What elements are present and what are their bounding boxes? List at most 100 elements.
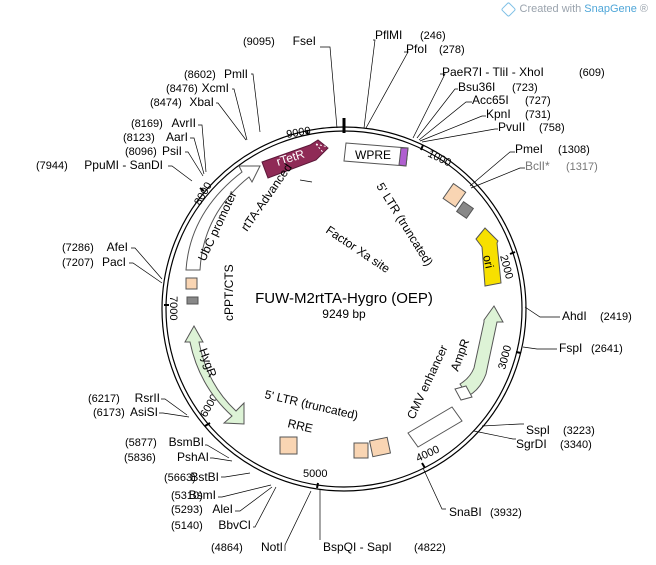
site-name-ahdi[interactable]: AhdI: [562, 309, 587, 323]
feature-cppt-rect[interactable]: [185, 277, 198, 290]
site-name-sspi[interactable]: SspI: [526, 423, 550, 437]
site-position-pshai: (5836): [124, 452, 156, 464]
tick-label-5000: 5000: [303, 468, 327, 480]
site-position-bstbi: (5663): [164, 472, 196, 484]
site-name-aari[interactable]: AarI: [166, 130, 188, 144]
site-position-fspi: (2641): [591, 343, 623, 355]
site-name-sgrdi[interactable]: SgrDI: [516, 437, 547, 451]
feature-wpre-end: [398, 147, 409, 167]
feature-ltr5-top[interactable]: [442, 182, 467, 208]
watermark-prefix: Created with: [519, 3, 582, 15]
snapgene-watermark: Created with SnapGene®: [500, 1, 648, 17]
site-name-acc65i[interactable]: Acc65I: [472, 93, 509, 107]
feature-ori[interactable]: [475, 227, 502, 287]
site-name-bsu36i[interactable]: Bsu36I: [458, 80, 495, 94]
site-position-psii: (8096): [125, 146, 157, 158]
site-name-psii[interactable]: PsiI: [162, 144, 182, 158]
site-name-afei[interactable]: AfeI: [107, 240, 128, 254]
site-name-pmli[interactable]: PmlI: [224, 67, 248, 81]
feature-rtetr-dash: [314, 143, 333, 157]
site-name-xcmi[interactable]: XcmI: [202, 81, 229, 95]
site-name-bspqi-sapi[interactable]: BspQI - SapI: [323, 540, 392, 554]
site-name-bbvci[interactable]: BbvCI: [218, 518, 251, 532]
site-name-fsei[interactable]: FseI: [293, 34, 316, 48]
tick-marks: [164, 129, 522, 489]
site-position-bsmi: (5310): [171, 490, 203, 502]
site-position-pfoi: (278): [439, 44, 465, 56]
feature-label-ampr: AmpR: [448, 337, 473, 373]
site-name-fspi[interactable]: FspI: [559, 341, 582, 355]
feature-cmv[interactable]: [407, 406, 463, 448]
site-name-pflmi[interactable]: PflMI: [375, 28, 402, 42]
site-name-snabi[interactable]: SnaBI: [449, 505, 482, 519]
site-name-pshai[interactable]: PshAI: [177, 450, 209, 464]
site-position-asisi: (6173): [93, 407, 125, 419]
feature-label-cppt: cPPT/CTS: [222, 264, 236, 321]
site-position-sspi: (3223): [563, 425, 595, 437]
site-name-avrii[interactable]: AvrII: [172, 116, 196, 130]
site-name-paer7i-tlii-xhoi[interactable]: PaeR7I - TliI - XhoI: [442, 65, 544, 79]
site-position-avrii: (8169): [131, 118, 163, 130]
site-position-kpni: (731): [525, 109, 551, 121]
site-position-rsrii: (6217): [88, 393, 120, 405]
site-name-bstbi[interactable]: BstBI: [190, 470, 219, 484]
feature-ltr5-bottom[interactable]: [368, 436, 392, 458]
site-name-kpni[interactable]: KpnI: [486, 107, 511, 121]
plasmid-name: FUW-M2rtTA-Hygro (OEP): [255, 290, 433, 307]
site-position-pmei: (1308): [558, 144, 590, 156]
site-name-pvuii[interactable]: PvuII: [498, 120, 525, 134]
site-position-ahdi: (2419): [600, 311, 632, 323]
tick-label-9000: 9000: [285, 125, 311, 141]
restriction-site-labels: FseI (9095) PflMI (246)PfoI (278) PaeR7I - Tl…: [36, 28, 632, 554]
site-position-alei: (5293): [171, 504, 203, 516]
site-name-rsrii[interactable]: RsrII: [135, 391, 160, 405]
site-position-bbvci: (5140): [171, 520, 203, 532]
feature-label-ltr5-top: 5' LTR (truncated): [373, 180, 435, 268]
site-position-aari: (8123): [123, 132, 155, 144]
site-position-snabi: (3932): [490, 507, 522, 519]
site-position-noti: (4864): [211, 542, 243, 554]
site-name-bsmbi[interactable]: BsmBI: [169, 435, 204, 449]
site-name-bsmi[interactable]: BsmI: [189, 488, 216, 502]
site-position-pflmi: (246): [420, 30, 446, 42]
feature-ltr5-bottom-part: [353, 442, 369, 459]
site-position-xbai: (8474): [150, 97, 182, 109]
feature-label-ltr5-bottom: 5' LTR (truncated): [263, 387, 359, 422]
site-position-xcmi: (8476): [166, 83, 198, 95]
site-name-asisi[interactable]: AsiSI: [130, 405, 158, 419]
plasmid-size: 9249 bp: [322, 307, 366, 321]
feature-label-rre: RRE: [286, 416, 314, 435]
site-name-alei[interactable]: AleI: [212, 502, 233, 516]
tick-label-3000: 3000: [496, 344, 514, 371]
site-name-paci[interactable]: PacI: [102, 255, 126, 269]
site-position-bsu36i: (723): [512, 82, 538, 94]
site-position-pvuii: (758): [539, 122, 565, 134]
site-leaders: [129, 39, 560, 551]
site-position-afei: (7286): [62, 242, 94, 254]
site-name-ppumi-sandi[interactable]: PpuMI - SanDI: [84, 158, 163, 172]
site-position-ppumi-sandi: (7944): [36, 160, 68, 172]
site-position-pmli: (8602): [184, 69, 216, 81]
watermark-brand: SnapGene: [584, 3, 637, 15]
feature-label-factor-xa: Factor Xa site: [323, 223, 392, 276]
feature-hygr[interactable]: [184, 324, 245, 425]
watermark-suffix: ®: [639, 3, 648, 15]
tick-label-1000: 1000: [426, 148, 453, 170]
site-position-fsei: (9095): [243, 36, 275, 48]
site-name-pfoi[interactable]: PfoI: [406, 42, 427, 56]
feature-ubc[interactable]: [185, 165, 261, 271]
feature-label-ori: ori: [480, 254, 496, 270]
site-position-bsmbi: (5877): [125, 437, 157, 449]
feature-rtetr[interactable]: [261, 139, 329, 179]
site-name-pmei[interactable]: PmeI: [515, 142, 543, 156]
feature-factor-xa[interactable]: [455, 200, 475, 220]
feature-ampr-promoter: [454, 385, 473, 401]
site-position-bspqi-sapi: (4822): [414, 542, 446, 554]
feature-rre[interactable]: [279, 436, 298, 455]
site-name-noti[interactable]: NotI: [261, 540, 283, 554]
site-position-acc65i: (727): [525, 95, 551, 107]
site-position-sgrdi: (3340): [560, 439, 592, 451]
site-name-xbai[interactable]: XbaI: [189, 95, 214, 109]
site-name-bcli-[interactable]: BclI*: [525, 159, 550, 173]
